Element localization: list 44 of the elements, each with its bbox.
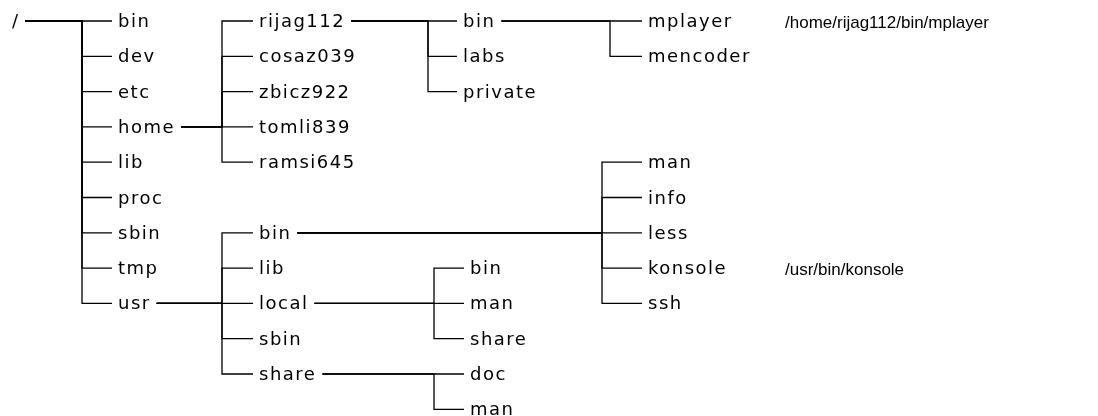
directory-label: lib	[259, 257, 285, 280]
path-note: /usr/bin/konsole	[785, 259, 905, 282]
tree-connector	[350, 20, 458, 93]
directory-label: sbin	[259, 327, 303, 350]
directory-label: rijag112	[259, 10, 346, 32]
directory-label: doc	[470, 363, 507, 385]
directory-label: ssh	[648, 292, 683, 315]
directory-label: mplayer	[648, 10, 733, 32]
tree-connector	[180, 126, 254, 163]
directory-label: mencoder	[648, 45, 751, 68]
directory-label: bin	[118, 10, 151, 32]
path-note: /home/rijag112/bin/mplayer	[785, 12, 989, 34]
tree-connector	[296, 232, 643, 305]
directory-label: konsole	[648, 257, 728, 280]
directory-label: less	[648, 221, 689, 244]
tree-connector	[321, 373, 465, 410]
directory-label: tomli839	[259, 115, 351, 138]
tree-connector	[500, 20, 643, 57]
tree-connector	[313, 302, 465, 340]
directory-label: zbicz922	[259, 80, 351, 103]
directory-label: proc	[118, 186, 164, 209]
directory-label: bin	[463, 10, 496, 32]
directory-label: bin	[470, 257, 503, 280]
directory-label: man	[648, 151, 693, 174]
directory-label: share	[259, 363, 317, 385]
directory-label: tmp	[118, 257, 159, 280]
directory-label: private	[463, 80, 538, 103]
directory-label: etc	[118, 80, 151, 103]
directory-label: info	[648, 186, 688, 209]
directory-label: labs	[463, 45, 506, 68]
directory-label: dev	[118, 45, 156, 68]
directory-label: home	[118, 115, 176, 138]
directory-label: man	[470, 292, 515, 315]
tree-connector	[156, 302, 254, 375]
directory-label: usr	[118, 292, 151, 315]
directory-label: share	[470, 327, 528, 350]
directory-label: man	[470, 398, 515, 416]
directory-label: sbin	[118, 221, 162, 244]
directory-label: cosaz039	[259, 45, 357, 68]
directory-label: ramsi645	[259, 151, 356, 174]
directory-label: local	[259, 292, 309, 315]
root-directory-label: /	[12, 10, 20, 32]
directory-label: bin	[259, 221, 292, 244]
directory-label: lib	[118, 151, 144, 174]
